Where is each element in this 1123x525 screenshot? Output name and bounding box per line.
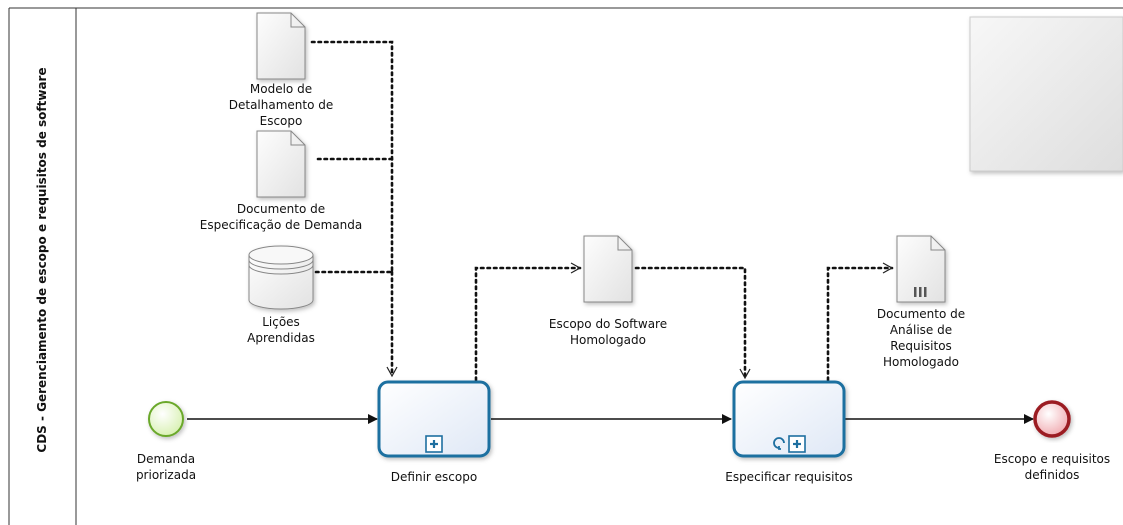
task-especificar-requisitos[interactable] <box>732 380 846 458</box>
data-store-licoes[interactable] <box>248 245 314 310</box>
label-line: Documento de <box>236 202 326 216</box>
end-event-label: Escopo e requisitos definidos <box>982 451 1122 483</box>
data-object-modelo-label: Modelo de Detalhamento de Escopo <box>216 81 346 129</box>
subprocess-marker-icon <box>788 435 806 453</box>
association-especificar-to-doc-analise <box>826 262 894 382</box>
association-modelo <box>310 40 394 272</box>
task-definir-escopo[interactable] <box>377 380 491 458</box>
label-line: Aprendidas <box>247 331 315 345</box>
data-object-modelo[interactable] <box>256 12 306 80</box>
start-event[interactable] <box>148 401 184 437</box>
label-line: Escopo <box>259 114 303 128</box>
blank-annotation-box <box>969 16 1123 172</box>
label-line: Modelo de <box>249 82 313 96</box>
label-line: Escopo e requisitos <box>993 452 1111 466</box>
data-object-doc-analise[interactable] <box>896 235 946 303</box>
loop-marker-icon <box>773 437 785 450</box>
data-object-doc-demanda-label: Documento de Especificação de Demanda <box>191 201 371 233</box>
pool <box>8 7 1123 525</box>
association-escopo-to-especificar <box>634 266 751 380</box>
data-store-licoes-label: Lições Aprendidas <box>226 314 336 346</box>
task-definir-escopo-label: Definir escopo <box>390 470 478 484</box>
data-object-doc-demanda[interactable] <box>256 130 306 198</box>
association-definir-to-escopo <box>474 262 582 382</box>
label-line: Detalhamento de <box>228 98 334 112</box>
pool-name: CDS - Gerenciamento de escopo e requisit… <box>35 67 49 453</box>
label-line: Análise de <box>889 323 953 337</box>
label-line: Lições <box>262 315 300 329</box>
pool-label: CDS - Gerenciamento de escopo e requisit… <box>22 40 62 480</box>
label-line: Escopo do Software <box>548 317 668 331</box>
label-line: Homologado <box>882 355 959 369</box>
data-associations <box>310 40 894 382</box>
subprocess-marker-icon <box>425 435 443 453</box>
task-especificar-requisitos-label: Especificar requisitos <box>725 470 853 484</box>
collection-marker-icon <box>914 287 927 297</box>
data-object-doc-analise-label: Documento de Análise de Requisitos Homol… <box>861 306 981 370</box>
label-line: Especificação de Demanda <box>199 218 363 232</box>
end-event[interactable] <box>1033 400 1071 438</box>
data-object-escopo-homologado-label: Escopo do Software Homologado <box>533 316 683 348</box>
label-line: Documento de <box>876 307 966 321</box>
data-object-escopo-homologado[interactable] <box>583 235 633 303</box>
label-line: definidos <box>1024 468 1080 482</box>
label-line: Demanda <box>136 452 196 466</box>
label-line: priorizada <box>135 468 197 482</box>
label-line: Requisitos <box>890 339 952 353</box>
start-event-label: Demanda priorizada <box>116 451 216 483</box>
label-line: Homologado <box>569 333 646 347</box>
